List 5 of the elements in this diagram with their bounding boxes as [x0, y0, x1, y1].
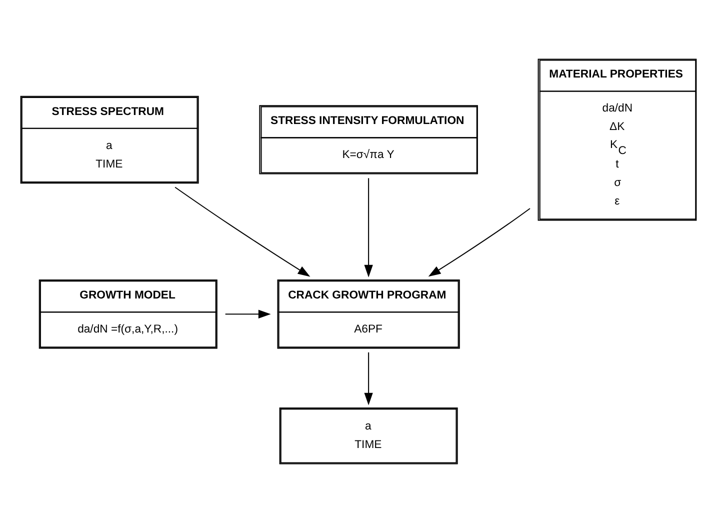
arrow — [174, 186, 310, 276]
arrow — [428, 208, 530, 276]
arrow — [364, 178, 373, 277]
arrow — [364, 352, 373, 405]
arrow — [225, 309, 271, 318]
